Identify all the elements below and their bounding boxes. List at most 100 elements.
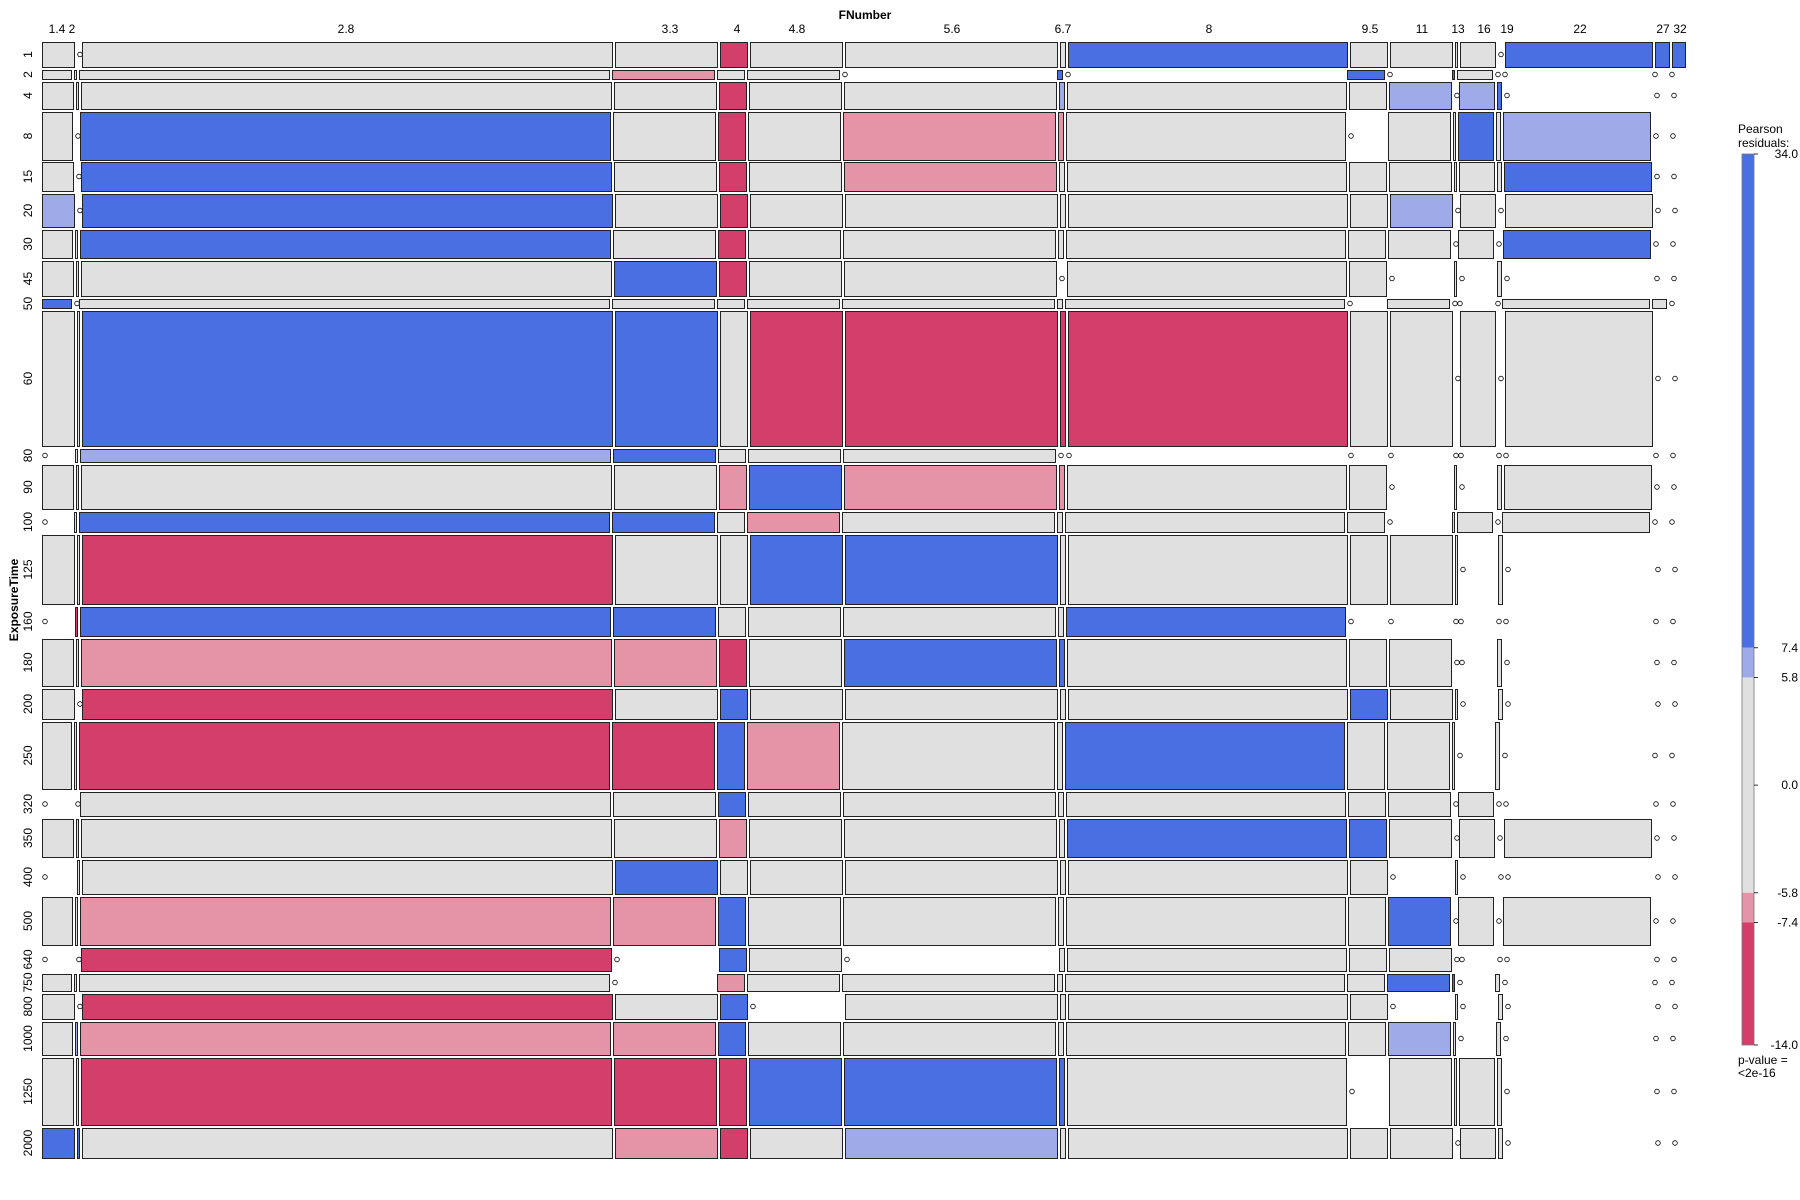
zero-cell-marker <box>1498 207 1504 214</box>
zero-cell-marker <box>1669 519 1675 525</box>
zero-cell-marker <box>1671 1088 1677 1095</box>
mosaic-tile <box>1349 948 1387 972</box>
zero-cell-marker <box>1502 71 1508 78</box>
zero-cell-marker <box>1454 835 1460 841</box>
mosaic-tile <box>1066 607 1346 637</box>
mosaic-tile <box>42 230 73 259</box>
y-category-label: 400 <box>21 867 35 887</box>
mosaic-tile <box>844 82 1057 110</box>
y-category-label: 4 <box>21 92 35 99</box>
mosaic-tile <box>1460 42 1496 68</box>
mosaic-tile <box>1065 512 1345 533</box>
mosaic-tile <box>1068 311 1348 447</box>
mosaic-tile <box>749 82 842 110</box>
mosaic-tile <box>720 689 748 720</box>
mosaic-tile <box>750 860 843 895</box>
mosaic-tile <box>1458 792 1494 817</box>
mosaic-tile <box>615 42 718 68</box>
mosaic-tile <box>842 512 1055 533</box>
mosaic-tile <box>845 194 1058 228</box>
zero-cell-marker <box>1460 701 1466 707</box>
zero-cell-marker <box>42 519 48 525</box>
legend-tick-label: 5.8 <box>1781 670 1798 684</box>
zero-cell-marker <box>1653 801 1659 807</box>
mosaic-tile <box>1454 261 1457 297</box>
mosaic-tile <box>615 1128 718 1159</box>
zero-cell-marker <box>1458 618 1464 625</box>
mosaic-tile <box>1068 535 1348 605</box>
mosaic-tile <box>614 162 717 192</box>
legend-color-segment <box>1742 677 1754 893</box>
mosaic-tile <box>1060 311 1066 447</box>
zero-cell-marker <box>1654 659 1660 666</box>
mosaic-tile <box>76 639 79 687</box>
y-category-label: 8 <box>21 132 35 139</box>
y-category-label: 320 <box>21 794 35 814</box>
mosaic-tile <box>1350 994 1388 1020</box>
zero-cell-marker <box>1497 835 1503 841</box>
mosaic-tile <box>42 897 73 946</box>
mosaic-tile <box>76 82 79 110</box>
mosaic-tile <box>613 449 716 463</box>
mosaic-tile <box>1059 465 1065 510</box>
mosaic-tile <box>82 1128 613 1159</box>
mosaic-tile <box>1060 860 1066 895</box>
mosaic-tile <box>1503 897 1651 946</box>
mosaic-tile <box>1349 639 1387 687</box>
mosaic-tile <box>717 512 745 533</box>
mosaic-tile <box>1497 1058 1502 1126</box>
mosaic-tile <box>845 689 1058 720</box>
mosaic-tile <box>1059 948 1065 972</box>
mosaic-tile <box>1455 535 1458 605</box>
mosaic-tile <box>615 194 718 228</box>
mosaic-tile <box>1059 639 1065 687</box>
mosaic-tile <box>82 689 613 720</box>
mosaic-tile <box>1504 819 1652 858</box>
zero-cell-marker <box>1672 566 1678 573</box>
mosaic-tile <box>1058 112 1064 161</box>
zero-cell-marker <box>77 51 83 58</box>
legend-color-segment <box>1742 647 1754 678</box>
mosaic-tile <box>42 689 75 720</box>
y-category-label: 125 <box>21 559 35 579</box>
mosaic-tile <box>81 465 612 510</box>
zero-cell-marker <box>76 173 82 180</box>
zero-cell-marker <box>1059 275 1065 282</box>
zero-cell-marker <box>1348 618 1354 625</box>
zero-cell-marker <box>1454 659 1460 666</box>
mosaic-tile <box>1067 1058 1347 1126</box>
x-category-label: 9.5 <box>1362 22 1379 36</box>
mosaic-tile <box>1349 261 1387 297</box>
mosaic-tile <box>1652 299 1667 309</box>
legend-title-line2: residuals: <box>1738 136 1789 150</box>
mosaic-tile <box>1349 162 1387 192</box>
mosaic-tile <box>1066 792 1346 817</box>
mosaic-tile <box>748 112 841 161</box>
legend-tick-label: -7.4 <box>1777 915 1798 929</box>
mosaic-tile <box>42 299 72 309</box>
mosaic-tile <box>1350 535 1388 605</box>
mosaic-tile <box>80 112 611 161</box>
mosaic-tile <box>77 311 80 447</box>
mosaic-tile <box>750 311 843 447</box>
mosaic-tile <box>1460 311 1496 447</box>
y-category-label: 350 <box>21 828 35 848</box>
mosaic-tile <box>1066 897 1346 946</box>
zero-cell-marker <box>1654 956 1660 963</box>
mosaic-tile <box>81 162 612 192</box>
zero-cell-marker <box>77 701 83 707</box>
mosaic-tile <box>720 994 748 1020</box>
zero-cell-marker <box>844 956 850 963</box>
mosaic-tile <box>1454 162 1457 192</box>
mosaic-tile <box>613 1022 716 1056</box>
mosaic-tile <box>1066 112 1346 161</box>
zero-cell-marker <box>74 300 80 307</box>
y-category-label: 800 <box>21 996 35 1016</box>
mosaic-tile <box>76 1058 79 1126</box>
y-axis-title: ExposureTime <box>7 558 21 641</box>
mosaic-tile <box>1349 819 1387 858</box>
mosaic-tile <box>1498 994 1503 1020</box>
legend-color-bar <box>1741 153 1755 1046</box>
x-category-label: 2 <box>69 22 76 36</box>
mosaic-tile <box>1453 112 1456 161</box>
